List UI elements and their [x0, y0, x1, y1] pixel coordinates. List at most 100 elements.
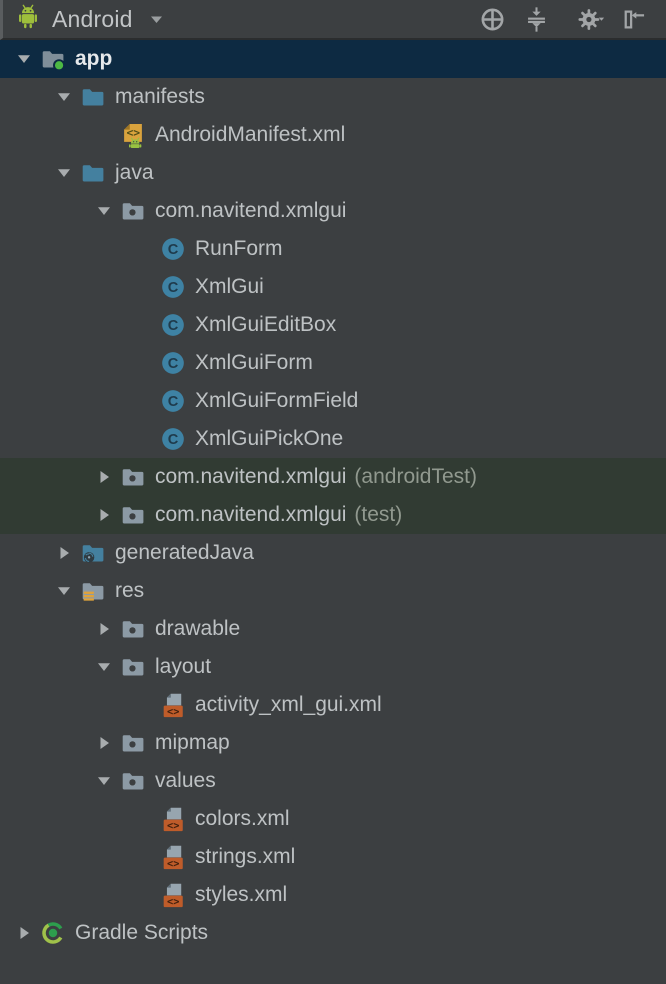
- tree-row-app[interactable]: app: [0, 40, 666, 78]
- tree-row-manifests[interactable]: manifests: [0, 78, 666, 116]
- tree-row-layout[interactable]: layout: [0, 648, 666, 686]
- class-icon: C: [160, 426, 186, 452]
- tree-row-mipmap[interactable]: mipmap: [0, 724, 666, 762]
- tree-row-package-test[interactable]: com.navitend.xmlgui (test): [0, 496, 666, 534]
- tree-item-label: mipmap: [155, 731, 230, 754]
- tree-item-suffix: (androidTest): [354, 465, 477, 488]
- module-folder-icon: [40, 46, 66, 72]
- expand-arrow-icon[interactable]: [8, 925, 40, 941]
- tree-row-class-xmlguiform[interactable]: C XmlGuiForm: [0, 344, 666, 382]
- collapse-arrow-icon[interactable]: [88, 659, 120, 675]
- generated-folder-icon: [80, 540, 106, 566]
- view-options-button[interactable]: [568, 1, 612, 37]
- tree-item-label: com.navitend.xmlgui: [155, 199, 347, 222]
- svg-text:<>: <>: [167, 858, 179, 870]
- tree-row-colors-xml[interactable]: <>colors.xml: [0, 800, 666, 838]
- tree-item-label: layout: [155, 655, 212, 678]
- hide-panel-icon: [621, 6, 648, 33]
- package-folder-icon: [120, 464, 146, 490]
- package-folder-icon: [120, 768, 146, 794]
- tree-row-java[interactable]: java: [0, 154, 666, 192]
- tree-item-label: XmlGuiFormField: [195, 389, 359, 412]
- tree-row-class-xmlguipickone[interactable]: C XmlGuiPickOne: [0, 420, 666, 458]
- expand-arrow-icon[interactable]: [88, 621, 120, 637]
- tree-item-label: drawable: [155, 617, 241, 640]
- tree-item-suffix: (test): [354, 503, 403, 526]
- expand-arrow-icon[interactable]: [88, 507, 120, 523]
- svg-text:<>: <>: [126, 126, 140, 140]
- tree-row-class-xmlgui[interactable]: C XmlGui: [0, 268, 666, 306]
- gear-icon: [576, 6, 605, 33]
- view-selector-dropdown[interactable]: Android: [14, 3, 164, 36]
- xml-file-icon: <>: [160, 692, 186, 718]
- svg-text:<>: <>: [167, 896, 179, 908]
- collapse-arrow-icon[interactable]: [48, 583, 80, 599]
- blue-folder-icon: [80, 84, 106, 110]
- class-icon: C: [160, 388, 186, 414]
- tree-item-label: values: [155, 769, 216, 792]
- xml-file-icon: <>: [160, 882, 186, 908]
- svg-text:C: C: [168, 394, 179, 410]
- tree-item-label: activity_xml_gui.xml: [195, 693, 382, 716]
- tree-item-label: com.navitend.xmlgui: [155, 465, 347, 488]
- collapse-arrow-icon[interactable]: [48, 89, 80, 105]
- svg-text:C: C: [168, 242, 179, 258]
- tree-item-label: java: [115, 161, 154, 184]
- tree-item-label: app: [75, 47, 113, 70]
- tree-item-label: XmlGuiPickOne: [195, 427, 344, 450]
- expand-arrow-icon[interactable]: [48, 545, 80, 561]
- collapse-arrow-icon[interactable]: [48, 165, 80, 181]
- package-folder-icon: [120, 198, 146, 224]
- class-icon: C: [160, 274, 186, 300]
- tree-item-label: com.navitend.xmlgui: [155, 503, 347, 526]
- manifest-file-icon: <>: [120, 122, 146, 148]
- svg-text:<>: <>: [167, 820, 179, 832]
- xml-file-icon: <>: [160, 806, 186, 832]
- tree-item-label: styles.xml: [195, 883, 288, 906]
- tree-item-label: XmlGui: [195, 275, 264, 298]
- android-logo-icon: [14, 3, 42, 36]
- xml-file-icon: <>: [160, 844, 186, 870]
- tree-item-label: XmlGuiForm: [195, 351, 313, 374]
- collapse-all-icon: [523, 6, 550, 33]
- locate-selected-file-button[interactable]: [470, 1, 514, 37]
- collapse-all-button[interactable]: [514, 1, 558, 37]
- hide-panel-button[interactable]: [612, 1, 656, 37]
- tree-item-label: AndroidManifest.xml: [155, 123, 346, 146]
- svg-text:<>: <>: [167, 706, 179, 718]
- tree-row-androidmanifest-xml[interactable]: <> AndroidManifest.xml: [0, 116, 666, 154]
- tree-row-activity-xml-gui-xml[interactable]: <> activity_xml_gui.xml: [0, 686, 666, 724]
- tree-row-strings-xml[interactable]: <> strings.xml: [0, 838, 666, 876]
- package-folder-icon: [120, 502, 146, 528]
- tree-item-label: strings.xml: [195, 845, 296, 868]
- view-selector-label: Android: [52, 5, 133, 32]
- expand-arrow-icon[interactable]: [88, 469, 120, 485]
- target-icon: [479, 6, 506, 33]
- tree-row-package-main[interactable]: com.navitend.xmlgui: [0, 192, 666, 230]
- tree-row-styles-xml[interactable]: <> styles.xml: [0, 876, 666, 914]
- expand-arrow-icon[interactable]: [88, 735, 120, 751]
- tree-row-package-androidtest[interactable]: com.navitend.xmlgui (androidTest): [0, 458, 666, 496]
- tree-item-label: manifests: [115, 85, 205, 108]
- tree-item-label: Gradle Scripts: [75, 921, 209, 944]
- tree-item-label: res: [115, 579, 145, 602]
- collapse-arrow-icon[interactable]: [8, 51, 40, 67]
- class-icon: C: [160, 312, 186, 338]
- svg-text:C: C: [168, 280, 179, 296]
- chevron-down-icon: [149, 14, 164, 24]
- tree-row-gradle-scripts[interactable]: Gradle Scripts: [0, 914, 666, 952]
- tree-row-values[interactable]: values: [0, 762, 666, 800]
- gradle-icon: [40, 920, 66, 946]
- collapse-arrow-icon[interactable]: [88, 773, 120, 789]
- tree-row-drawable[interactable]: drawable: [0, 610, 666, 648]
- collapse-arrow-icon[interactable]: [88, 203, 120, 219]
- tree-row-generatedjava[interactable]: generatedJava: [0, 534, 666, 572]
- toolbar-actions: [470, 1, 656, 37]
- svg-text:C: C: [168, 356, 179, 372]
- tree-row-class-xmlguiformfield[interactable]: C XmlGuiFormField: [0, 382, 666, 420]
- tree-row-res[interactable]: res: [0, 572, 666, 610]
- class-icon: C: [160, 236, 186, 262]
